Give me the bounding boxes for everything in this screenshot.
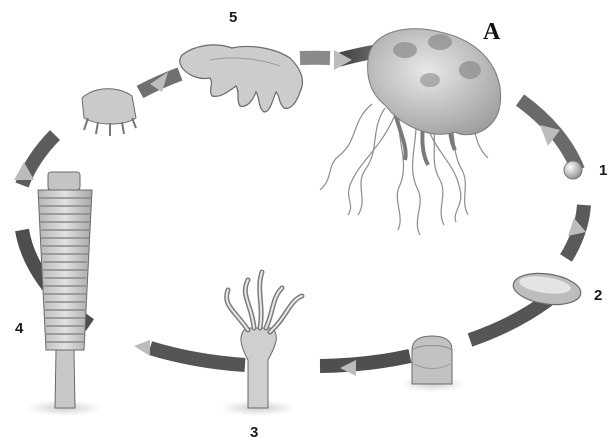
released-ephyra-icon xyxy=(82,89,136,136)
arrow-segment xyxy=(320,356,410,366)
stage-4-label: 4 xyxy=(15,320,24,337)
ephyra-icon xyxy=(180,45,303,112)
scyphistoma-polyp-icon xyxy=(220,272,302,416)
medusa-letter-label: A xyxy=(483,19,501,45)
stage-3-label: 3 xyxy=(250,424,258,441)
strobila-icon xyxy=(26,172,102,416)
settled-polyp-icon xyxy=(401,336,465,392)
stage-1-label: 1 xyxy=(599,162,607,179)
stage-5-label: 5 xyxy=(229,9,237,26)
arrow-head xyxy=(134,340,150,356)
planula-larva-icon xyxy=(511,269,583,308)
arrow-segment xyxy=(470,300,548,340)
arrow-segment xyxy=(150,348,245,365)
egg-planula-icon xyxy=(564,161,582,179)
stage-2-label: 2 xyxy=(594,287,602,304)
